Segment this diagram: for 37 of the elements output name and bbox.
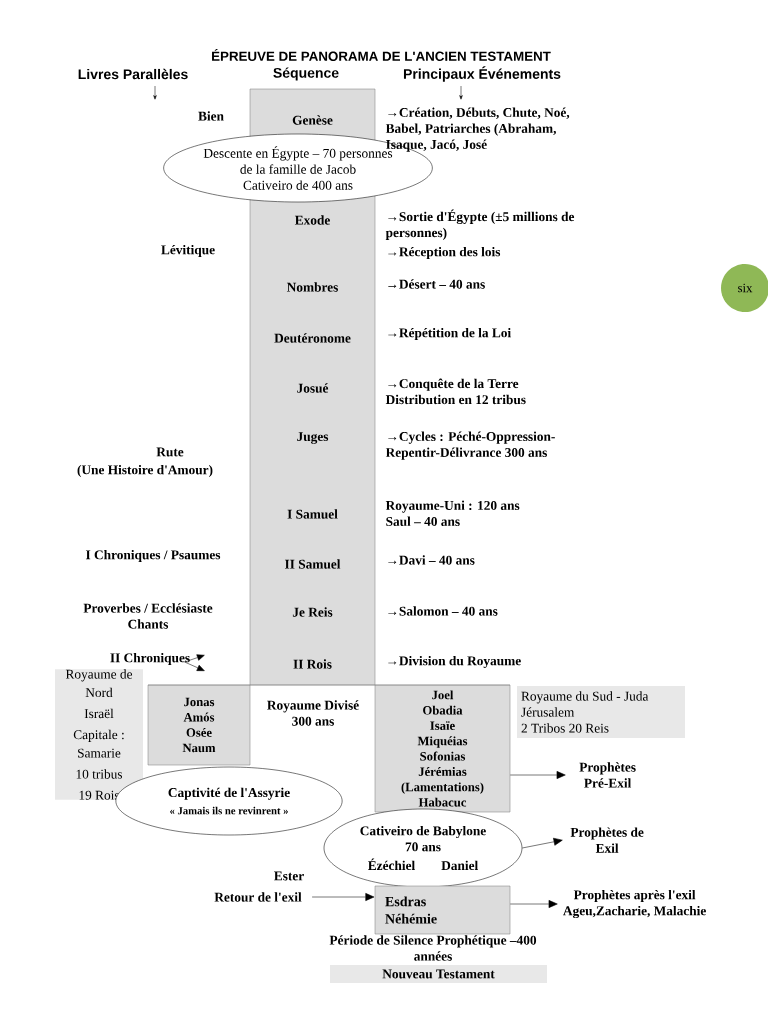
column-heading: Principaux Événements (403, 66, 561, 82)
text-label: Lévitique (161, 244, 215, 258)
text-label: Retour de l'exil (214, 892, 302, 902)
text-label: →Division du Royaume (388, 655, 521, 669)
text-label: I Chroniques / Psaumes (85, 549, 221, 563)
book-box: Esdras Néhémie (374, 885, 511, 935)
text-label: →Désert – 40 ans (388, 279, 485, 289)
text-label: Proverbes / Ecclésiaste Chants (83, 603, 213, 629)
text-label: Royaume Divisé 300 ans (267, 700, 359, 726)
arrow (510, 771, 566, 779)
arrow (510, 900, 558, 908)
arrow (522, 837, 563, 849)
text-label: Rute (156, 447, 184, 457)
text-label: →Création, Débuts, Chute, Noé, Babel, Patriarches (Abraham, Isaque, Jacó, José (385, 107, 570, 152)
arrow (311, 893, 375, 901)
prophets-label: Prophètes de Exil (570, 827, 644, 853)
text-label: →Davi – 40 ans (388, 555, 475, 565)
prophets-box: Joel Obadia Isaïe Miquéias Sofonias Jérémias (Lamentations) Habacuc (374, 684, 511, 813)
text-label: →Réception des lois (388, 246, 501, 260)
band: Nouveau Testament (330, 965, 547, 983)
text-label: →Sortie d'Égypte (±5 millions de personnes) (385, 209, 575, 240)
text-label: Période de Silence Prophétique –400 années (329, 935, 537, 961)
text-label: (Une Histoire d'Amour) (77, 464, 213, 478)
arrow (184, 654, 205, 663)
prophets-box: Jonas Amós Osée Naum (147, 684, 251, 766)
text-label: Ester (274, 871, 304, 881)
text-label: →Salomon – 40 ans (388, 606, 498, 616)
prophets-label: Prophètes Pré-Exil (579, 762, 636, 788)
title: ÉPREUVE DE PANORAMA DE L'ANCIEN TESTAMENT (212, 49, 551, 61)
column-heading: Livres Parallèles (78, 68, 188, 80)
page-badge: six (721, 264, 768, 312)
prophets-label: Prophètes après l'exil Ageu,Zacharie, Malachie (563, 889, 706, 919)
arrow (184, 661, 205, 671)
text-label: Bien (198, 111, 224, 121)
text-label: →Répétition de la Loi (388, 327, 511, 341)
book-label: II Chroniques (110, 652, 190, 666)
kingdom-panel: Royaume du Sud - Juda Jérusalem 2 Tribos 20 Reis (517, 686, 685, 738)
